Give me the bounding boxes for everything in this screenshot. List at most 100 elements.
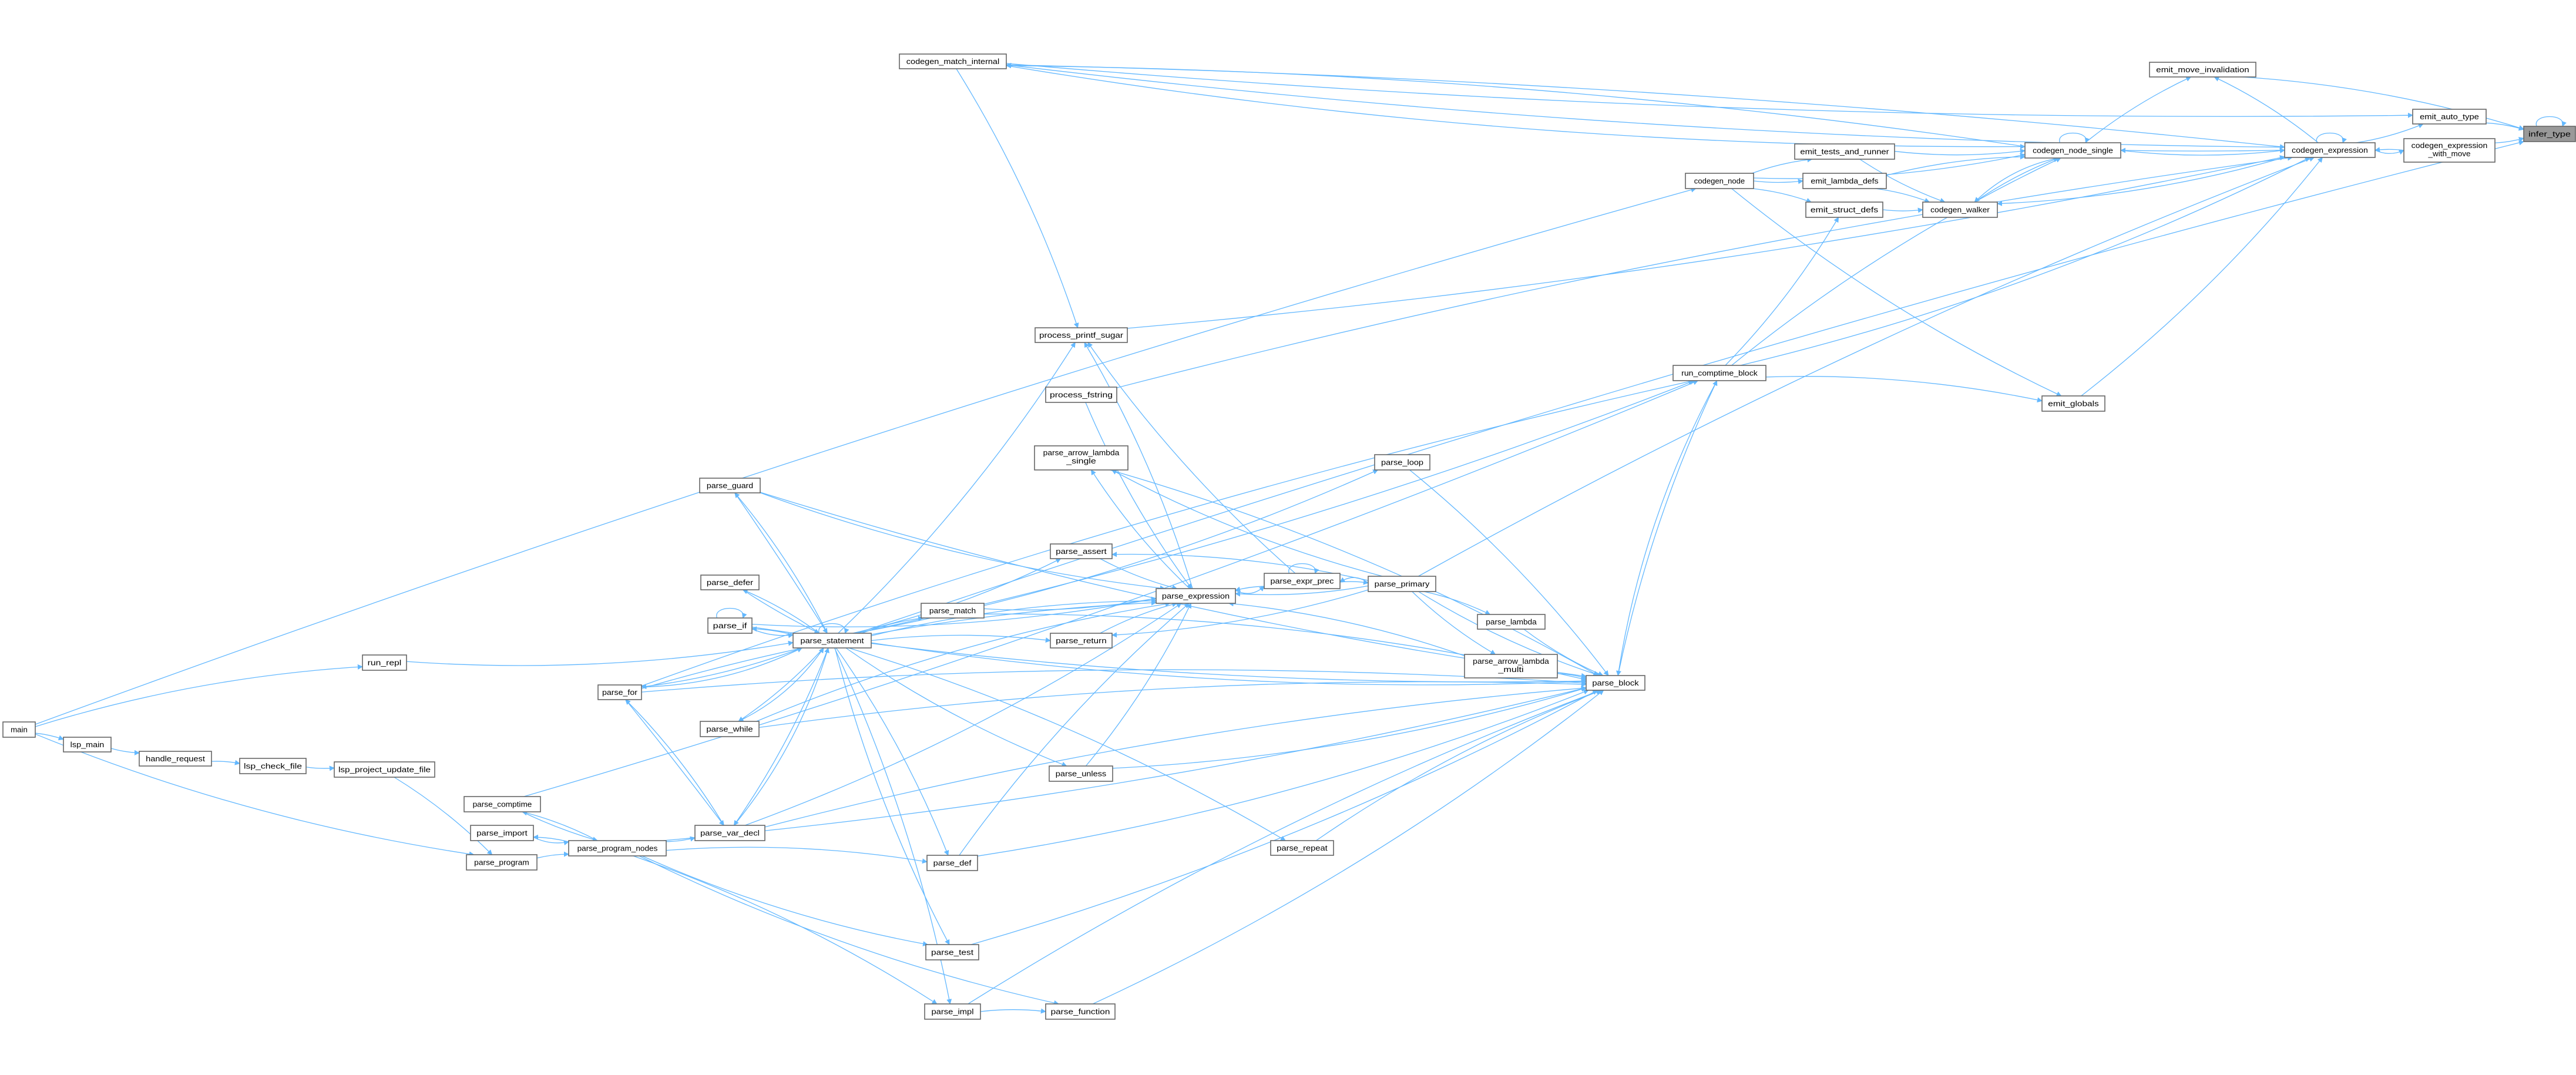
node-codegen-walker[interactable]: codegen_walker bbox=[1922, 201, 1998, 218]
node-box bbox=[2403, 138, 2496, 163]
edge-parse-expr-prec-to-process-printf-sugar bbox=[1087, 342, 1296, 574]
node-parse-guard[interactable]: parse_guard bbox=[699, 478, 761, 493]
node-label: infer_type bbox=[2528, 130, 2571, 139]
node-handle-request[interactable]: handle_request bbox=[139, 751, 212, 767]
edge-emit-lambda-defs-to-codegen-node-single bbox=[1886, 154, 2026, 176]
node-codegen-match-internal[interactable]: codegen_match_internal bbox=[899, 53, 1007, 69]
node-box bbox=[1049, 765, 1113, 782]
node-emit-struct-defs[interactable]: emit_struct_defs bbox=[1805, 201, 1883, 218]
edge-parse-expression-to-parse-arrow-lambda-single bbox=[1090, 469, 1190, 589]
node-infer-type[interactable]: infer_type bbox=[2523, 126, 2576, 142]
node-parse-program[interactable]: parse_program bbox=[466, 854, 538, 871]
node-box bbox=[63, 737, 112, 752]
node-parse-loop[interactable]: parse_loop bbox=[1374, 454, 1430, 471]
edge-parse-program-nodes-to-parse-impl bbox=[633, 855, 938, 1005]
node-emit-globals[interactable]: emit_globals bbox=[2041, 395, 2105, 412]
edge-codegen-expression-to-codegen-expression-with-move bbox=[2375, 150, 2404, 155]
edge-parse-arrow-lambda-multi-to-parse-block bbox=[1557, 673, 1587, 680]
node-lsp-check-file[interactable]: lsp_check_file bbox=[239, 758, 307, 774]
node-label: parse_arrow_lambda bbox=[1043, 448, 1120, 457]
edge-parse-statement-to-parse-while bbox=[738, 647, 824, 722]
edge-emit-globals-to-codegen-expression bbox=[2081, 157, 2323, 397]
node-parse-expr-prec[interactable]: parse_expr_prec bbox=[1264, 573, 1341, 589]
node-box bbox=[2284, 142, 2376, 158]
edge-parse-program-nodes-to-parse-def bbox=[666, 846, 928, 864]
node-parse-unless[interactable]: parse_unless bbox=[1049, 765, 1113, 782]
node-parse-def[interactable]: parse_def bbox=[926, 855, 978, 871]
node-label: parse_program bbox=[474, 858, 529, 867]
edge-parse-guard-to-parse-block bbox=[760, 492, 1587, 678]
node-parse-return[interactable]: parse_return bbox=[1050, 633, 1113, 649]
edge-emit-lambda-defs-to-codegen-walker bbox=[1875, 188, 1930, 203]
node-label: parse_lambda bbox=[1486, 617, 1537, 626]
node-emit-auto-type[interactable]: emit_auto_type bbox=[2412, 109, 2487, 125]
node-emit-lambda-defs[interactable]: emit_lambda_defs bbox=[1802, 173, 1887, 189]
node-parse-arrow-lambda-multi[interactable]: parse_arrow_lambda_multi bbox=[1464, 654, 1558, 678]
node-parse-var-decl[interactable]: parse_var_decl bbox=[694, 825, 765, 841]
node-emit-move-invalidation[interactable]: emit_move_invalidation bbox=[2149, 62, 2256, 78]
node-parse-lambda[interactable]: parse_lambda bbox=[1477, 614, 1546, 630]
node-box bbox=[2024, 142, 2121, 159]
edge-codegen-expression-to-emit-move-invalidation bbox=[2214, 76, 2319, 143]
node-parse-function[interactable]: parse_function bbox=[1045, 1003, 1116, 1020]
node-box bbox=[466, 854, 538, 871]
node-main[interactable]: main bbox=[2, 721, 36, 738]
node-parse-if[interactable]: parse_if bbox=[707, 617, 753, 634]
node-run-comptime-block[interactable]: run_comptime_block bbox=[1672, 365, 1766, 381]
node-run-repl[interactable]: run_repl bbox=[362, 654, 407, 671]
edge-parse-for-to-parse-statement bbox=[641, 647, 802, 688]
node-parse-test[interactable]: parse_test bbox=[925, 944, 979, 960]
node-box bbox=[362, 654, 407, 671]
node-parse-block[interactable]: parse_block bbox=[1586, 675, 1645, 691]
node-parse-match[interactable]: parse_match bbox=[921, 603, 985, 619]
node-parse-for[interactable]: parse_for bbox=[597, 684, 642, 700]
node-codegen-expression-with-move[interactable]: codegen_expression_with_move bbox=[2403, 138, 2496, 163]
node-parse-arrow-lambda-single[interactable]: parse_arrow_lambda_single bbox=[1034, 445, 1129, 471]
edge-parse-repeat-to-parse-block bbox=[1315, 689, 1603, 841]
edge-codegen-node-single-to-codegen-match-internal bbox=[1006, 63, 2026, 147]
node-parse-expression[interactable]: parse_expression bbox=[1156, 588, 1236, 604]
node-parse-defer[interactable]: parse_defer bbox=[700, 575, 760, 590]
node-emit-tests-and-runner[interactable]: emit_tests_and_runner bbox=[1794, 143, 1895, 160]
node-lsp-main[interactable]: lsp_main bbox=[63, 737, 112, 752]
edge-codegen-expression-with-move-to-infer-type bbox=[2494, 137, 2524, 143]
node-parse-import[interactable]: parse_import bbox=[470, 825, 534, 841]
edge-handle-request-to-lsp-check-file bbox=[211, 760, 240, 765]
edge-lsp-check-file-to-lsp-project-update-file bbox=[305, 765, 335, 771]
node-box bbox=[1050, 543, 1113, 559]
node-parse-program-nodes[interactable]: parse_program_nodes bbox=[568, 840, 667, 856]
node-box bbox=[924, 1003, 981, 1020]
edge-parse-statement-to-parse-defer bbox=[742, 589, 820, 634]
node-label: parse_expression bbox=[1162, 592, 1230, 600]
edge-parse-impl-to-parse-block bbox=[968, 689, 1601, 1005]
node-parse-statement[interactable]: parse_statement bbox=[792, 633, 872, 649]
node-parse-assert[interactable]: parse_assert bbox=[1050, 543, 1113, 559]
edge-main-to-run-repl bbox=[35, 664, 363, 727]
node-box bbox=[1794, 143, 1895, 160]
node-label: emit_tests_and_runner bbox=[1800, 147, 1889, 156]
edge-parse-statement-to-parse-match bbox=[861, 616, 924, 634]
node-box bbox=[2149, 62, 2256, 78]
node-label: parse_def bbox=[933, 859, 972, 868]
node-parse-while[interactable]: parse_while bbox=[700, 721, 760, 737]
node-process-fstring[interactable]: process_fstring bbox=[1045, 387, 1117, 403]
edge-parse-if-to-parse-statement bbox=[751, 628, 794, 639]
node-label: codegen_walker bbox=[1930, 206, 1990, 214]
edge-run-comptime-block-to-emit-globals bbox=[1765, 376, 2043, 403]
node-codegen-node-single[interactable]: codegen_node_single bbox=[2024, 142, 2121, 159]
node-parse-impl[interactable]: parse_impl bbox=[924, 1003, 981, 1020]
node-parse-comptime[interactable]: parse_comptime bbox=[464, 796, 541, 812]
node-codegen-node[interactable]: codegen_node bbox=[1685, 173, 1754, 189]
edge-parse-statement-to-run-comptime-block bbox=[856, 379, 1695, 634]
node-parse-primary[interactable]: parse_primary bbox=[1368, 576, 1436, 592]
node-codegen-expression[interactable]: codegen_expression bbox=[2284, 142, 2376, 158]
node-label: codegen_expression bbox=[2412, 141, 2488, 150]
node-label: parse_comptime bbox=[473, 800, 532, 809]
node-process-printf-sugar[interactable]: process_printf_sugar bbox=[1035, 327, 1128, 343]
node-lsp-project-update-file[interactable]: lsp_project_update_file bbox=[334, 761, 435, 778]
edge-parse-def-to-parse-expression bbox=[959, 603, 1190, 856]
edge-parse-expression-to-parse-expr-prec bbox=[1235, 586, 1265, 594]
edge-parse-expr-prec-to-parse-primary bbox=[1339, 579, 1369, 585]
node-label: parse_arrow_lambda bbox=[1473, 657, 1549, 666]
node-parse-repeat[interactable]: parse_repeat bbox=[1270, 840, 1334, 856]
